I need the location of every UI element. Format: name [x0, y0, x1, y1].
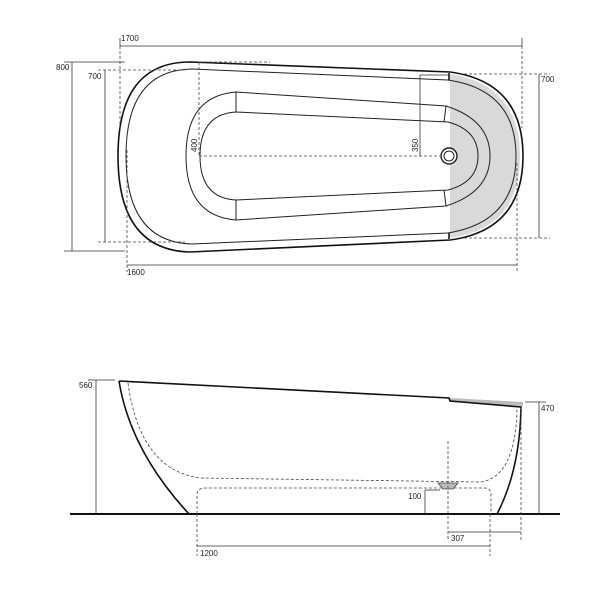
label-700-left: 700	[88, 72, 102, 81]
label-1700: 1700	[121, 34, 139, 43]
label-400: 400	[190, 138, 199, 152]
label-100: 100	[408, 492, 422, 501]
basin-step-line	[443, 105, 447, 123]
basin-step-line	[443, 189, 447, 207]
label-560: 560	[79, 381, 93, 390]
top-view: 1700 800 700 700 1600 400 350	[56, 34, 555, 277]
label-307: 307	[451, 534, 465, 543]
tub-outer-outline	[117, 61, 524, 253]
tub-base-profile	[196, 487, 492, 514]
label-350: 350	[411, 138, 420, 152]
shaded-overflow-area	[450, 74, 520, 238]
label-700-right: 700	[541, 75, 555, 84]
label-1600: 1600	[127, 268, 145, 277]
tub-rim-inner	[125, 68, 517, 245]
side-view: 560 470 100 307 1200	[70, 379, 560, 558]
label-1200: 1200	[200, 549, 218, 558]
label-470: 470	[541, 404, 555, 413]
label-800: 800	[56, 63, 70, 72]
tub-side-outline	[118, 380, 522, 515]
shaded-rim-strip	[450, 398, 523, 406]
tub-inner-profile	[127, 382, 518, 483]
drain-inner	[443, 150, 455, 162]
